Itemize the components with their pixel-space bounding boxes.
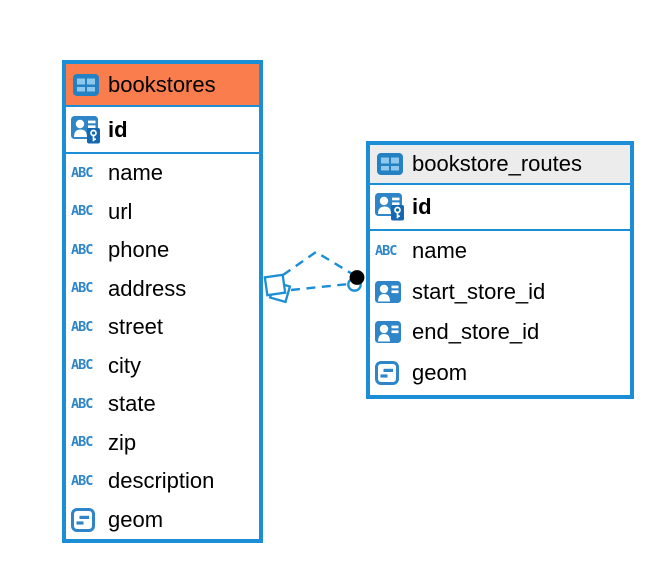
column-row-id[interactable]: id [370,185,630,231]
column-name: geom [412,359,468,385]
column-row-end-store-id[interactable]: end_store_id [370,312,630,353]
column-row-phone[interactable]: ABC phone [66,231,259,270]
table-title: bookstore_routes [412,151,582,176]
column-row-description[interactable]: ABC description [66,462,259,501]
table-header-bookstores[interactable]: bookstores [66,64,259,107]
column-row-id[interactable]: id [66,107,259,154]
relationship-source-marker-squares-icon[interactable] [263,273,292,304]
column-name: zip [108,429,137,455]
column-name: id [412,194,432,219]
text-type-icon: ABC [71,472,93,489]
column-row-state[interactable]: ABC state [66,385,259,424]
column-name: geom [108,506,164,532]
relationship-line-upper[interactable] [282,250,355,277]
text-type-icon: ABC [71,434,93,450]
column-name: id [108,116,128,142]
column-name: url [108,198,133,224]
column-name: name [412,238,468,264]
column-row-url[interactable]: ABC url [66,192,259,231]
text-type-icon: ABC [71,164,93,181]
relationship-line-lower[interactable] [290,282,350,292]
column-name: city [108,352,141,378]
text-type-icon: ABC [71,318,93,335]
text-type-icon: ABC [71,241,93,258]
table-bookstores[interactable]: bookstores id ABC name ABC url ABC phone… [62,60,263,543]
column-name: description [108,468,215,494]
column-row-geom[interactable]: geom [370,352,630,393]
column-row-start-store-id[interactable]: start_store_id [370,271,630,312]
column-row-street[interactable]: ABC street [66,308,259,347]
text-type-icon: ABC [375,242,397,259]
column-name: street [108,314,164,340]
column-name: address [108,275,187,301]
column-name: state [108,391,156,417]
text-type-icon: ABC [71,395,93,412]
relationship-target-marker-dot-icon[interactable] [347,270,365,292]
table-title: bookstores [108,71,216,97]
column-row-name[interactable]: ABC name [66,154,259,193]
table-header-bookstore-routes[interactable]: bookstore_routes [370,145,630,185]
column-name: name [108,160,164,186]
column-name: start_store_id [412,278,546,304]
column-name: end_store_id [412,319,540,345]
column-name: phone [108,237,170,263]
column-row-name[interactable]: ABC name [370,231,630,272]
text-type-icon: ABC [71,280,93,296]
column-row-city[interactable]: ABC city [66,346,259,385]
column-row-address[interactable]: ABC address [66,269,259,308]
text-type-icon: ABC [71,357,93,373]
table-bookstore-routes[interactable]: bookstore_routes id ABC name start_store… [366,141,634,399]
column-row-zip[interactable]: ABC zip [66,423,259,462]
column-row-geom[interactable]: geom [66,500,259,539]
text-type-icon: ABC [71,203,93,219]
